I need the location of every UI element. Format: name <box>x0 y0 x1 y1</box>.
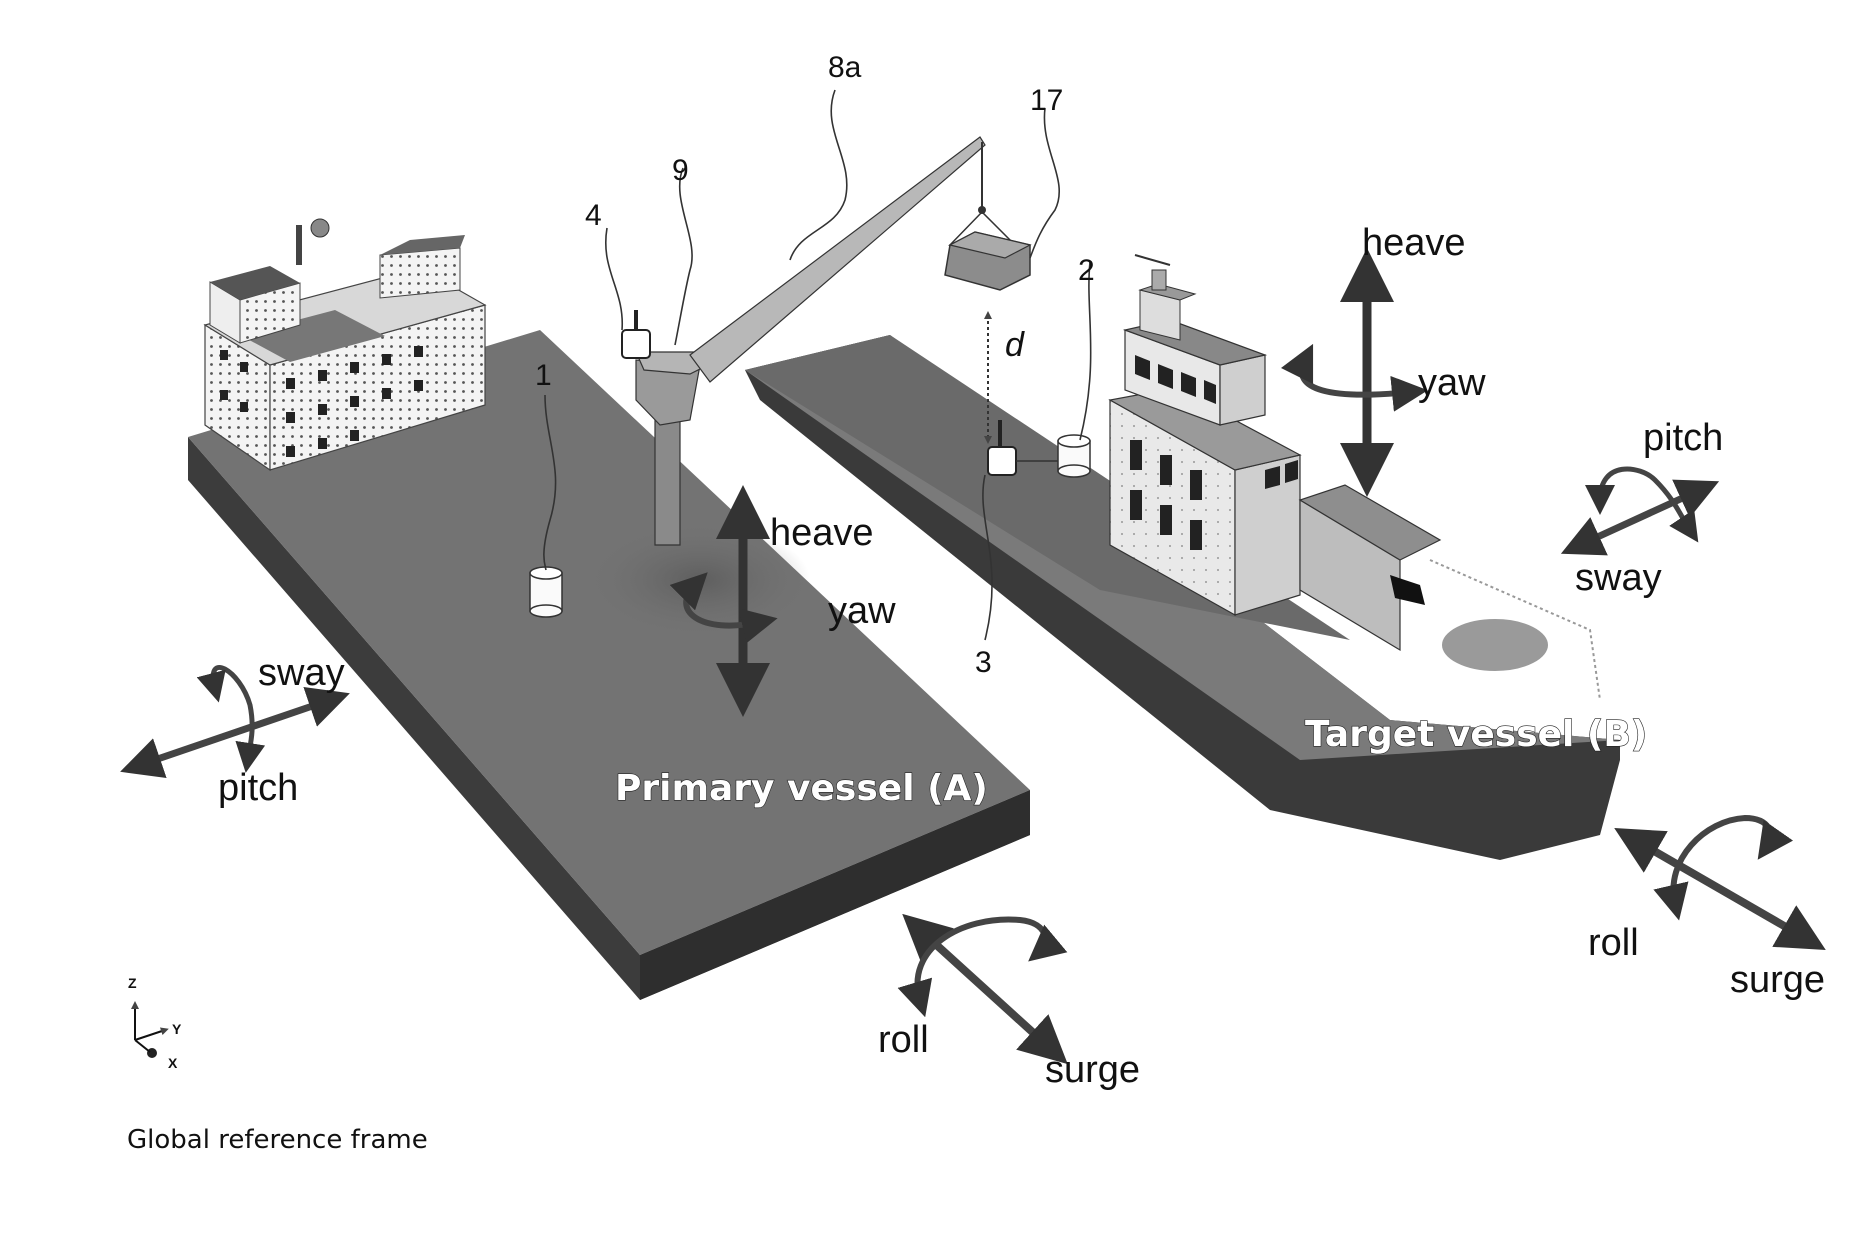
sensor-3-box <box>988 447 1016 475</box>
numeral-8a: 8a <box>828 51 862 84</box>
vessel-a-pitch-label: pitch <box>218 767 298 809</box>
crane-boom <box>690 137 985 382</box>
distance-d-label: d <box>1005 326 1025 364</box>
vessel-b-yaw-label: yaw <box>1418 362 1486 404</box>
axis-x-label: X <box>168 1055 178 1071</box>
sensor-4-box <box>622 330 650 358</box>
vessel-b-surge-label: surge <box>1730 959 1825 1001</box>
vessel-a-yaw-label: yaw <box>828 590 896 632</box>
sensor-1-cylinder <box>530 567 562 617</box>
vessel-a-sway-label: sway <box>258 652 345 694</box>
helideck <box>1440 617 1550 673</box>
global-axes-icon: Z Y X <box>128 975 182 1071</box>
vessel-b-pitch-label: pitch <box>1643 417 1723 459</box>
vessel-b-roll-label: roll <box>1588 922 1639 964</box>
numeral-3: 3 <box>975 646 992 679</box>
vessel-a-heave-label: heave <box>770 512 874 554</box>
axis-y-label: Y <box>172 1021 182 1037</box>
vessel-a-roll-label: roll <box>878 1019 929 1061</box>
vessel-a-surge-label: surge <box>1045 1049 1140 1091</box>
numeral-4: 4 <box>585 199 602 232</box>
vessel-a-name: Primary vessel (A) <box>615 768 988 809</box>
numeral-9: 9 <box>672 154 689 187</box>
sensor-2-cylinder <box>1058 435 1090 477</box>
numeral-17: 17 <box>1030 84 1063 117</box>
caption-global-reference-frame: Global reference frame <box>127 1125 428 1155</box>
vessel-b-name: Target vessel (B) <box>1305 714 1647 755</box>
vessel-b-heave-label: heave <box>1362 222 1466 264</box>
axis-z-label: Z <box>128 975 137 991</box>
numeral-1: 1 <box>535 359 552 392</box>
vessel-b-sway-label: sway <box>1575 557 1662 599</box>
numeral-2: 2 <box>1078 254 1095 287</box>
